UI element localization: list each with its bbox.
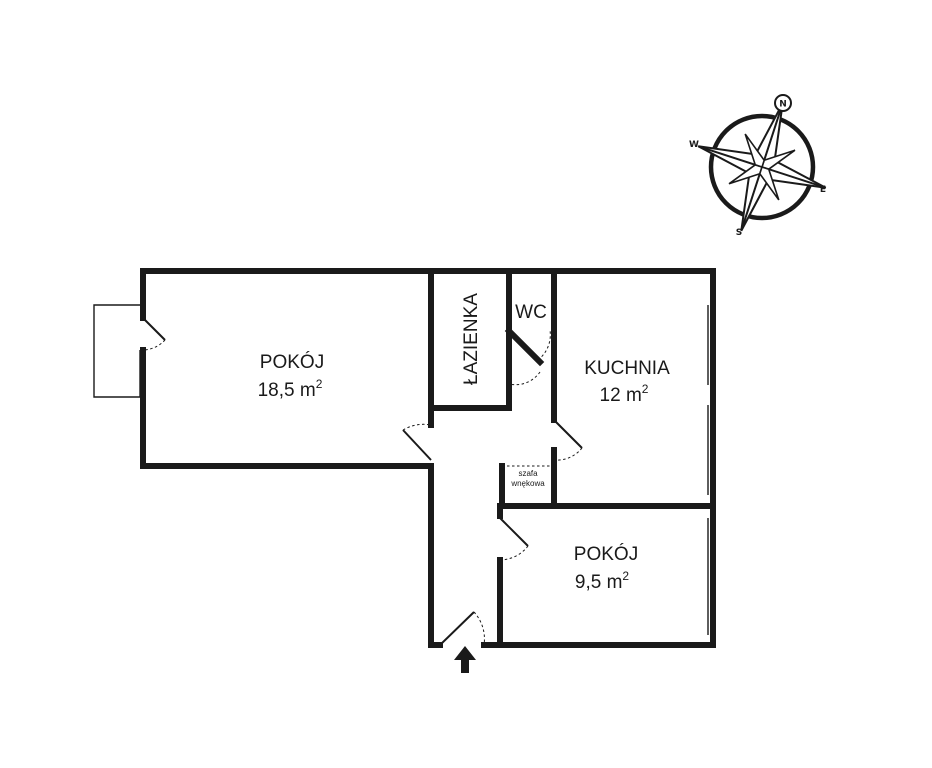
entrance-arrow-icon [454,646,476,673]
room-area-kuchnia: 12 m2 [600,382,649,406]
compass-w-label: W [689,140,699,150]
room-name-kuchnia: KUCHNIA [584,358,670,379]
bathroom-door-swing [508,371,541,386]
room-area-pokoj-small: 9,5 m2 [575,569,630,593]
room-name-pokoj-large: POKÓJ [260,351,324,373]
compass-star [697,102,827,232]
north-marker-circle [774,94,792,112]
wc-door-leaf [513,335,539,361]
small-room-door-swing [499,545,529,561]
balcony-door-swing [142,339,166,351]
compass-s-label: S [736,228,742,238]
compass-rose: N E S W [689,94,827,238]
room-area-pokoj-large: 18,5 m2 [258,377,323,401]
entrance-door-swing [473,611,485,646]
room-name-wc: WC [515,302,547,323]
compass-ring [708,113,816,221]
doors [402,329,583,646]
wc-door-swing [537,329,551,361]
compass-e-label: E [820,185,826,195]
kitchen-door-swing [553,447,583,461]
compass-n-label: N [779,100,787,110]
balcony-door-leaf [142,317,166,341]
kitchen-door-leaf [553,419,583,449]
closet-label-line1: szafa [518,469,538,478]
closet-label-line2: wnękowa [510,479,545,488]
balcony [93,304,166,398]
room-name-pokoj-small: POKÓJ [574,543,638,565]
small-room-door-leaf [499,517,529,547]
room-name-lazienka: ŁAZIENKA [461,293,482,385]
entrance-door-leaf [439,611,475,646]
big-room-door-leaf [402,429,432,461]
big-room-door-swing [402,423,432,431]
